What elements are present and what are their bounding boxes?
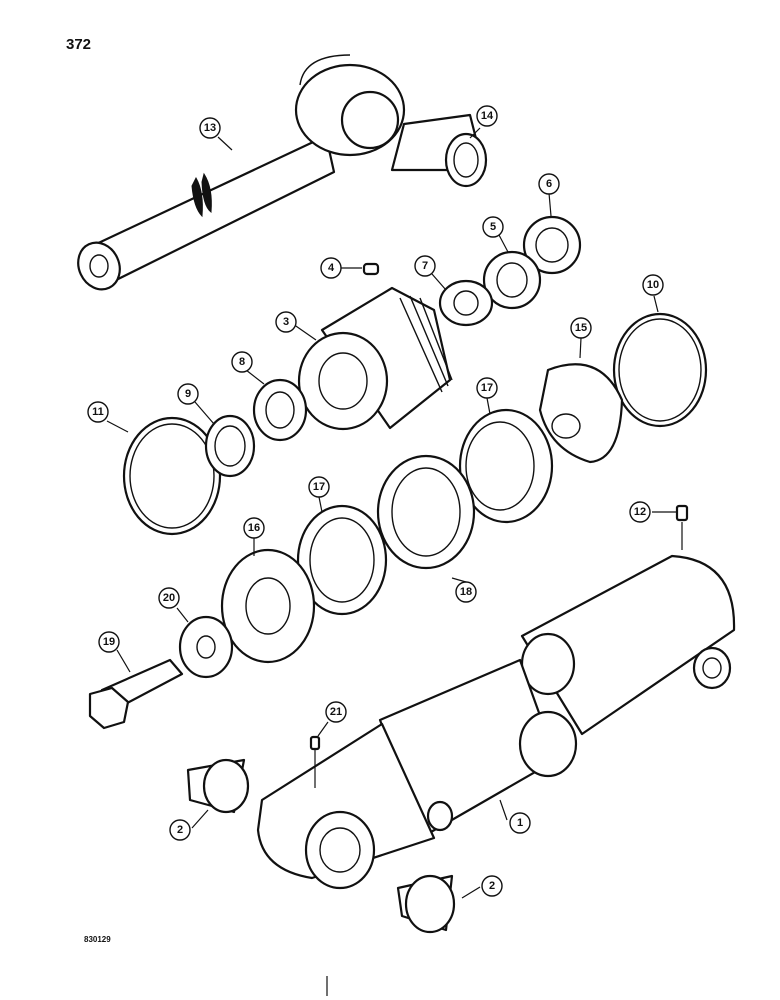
svg-text:8: 8 (239, 356, 245, 368)
leader-11 (106, 420, 129, 433)
leader-10 (653, 295, 659, 313)
callout-8: 8 (231, 351, 253, 373)
callout-13: 13 (199, 117, 221, 139)
leader-17a (486, 397, 491, 415)
leader-2a (191, 809, 209, 829)
svg-text:18: 18 (460, 586, 472, 598)
callout-16: 16 (243, 517, 265, 539)
grease-fitting-21-part (309, 735, 321, 751)
cylinder-tube-part (256, 554, 736, 890)
callout-2a: 2 (169, 819, 191, 841)
plug-part (362, 262, 380, 276)
svg-text:17: 17 (481, 382, 493, 394)
svg-text:6: 6 (546, 178, 552, 190)
bolt-part (88, 658, 184, 730)
wiper-seal-part (522, 215, 582, 275)
svg-text:21: 21 (330, 706, 342, 718)
callout-7: 7 (414, 255, 436, 277)
callout-19: 19 (98, 631, 120, 653)
callout-21: 21 (325, 701, 347, 723)
retainer-part (220, 548, 316, 664)
piston-ring-upper-part (458, 408, 554, 524)
leader-3 (292, 323, 317, 341)
callout-12: 12 (629, 501, 651, 523)
svg-text:9: 9 (185, 388, 191, 400)
rod-seal-part (482, 250, 542, 310)
callout-5: 5 (482, 216, 504, 238)
pivot-bushing-lower-part (396, 874, 456, 934)
seal-9-part (204, 414, 256, 478)
svg-text:7: 7 (422, 260, 428, 272)
seal-8-part (252, 378, 308, 442)
leader-20 (176, 607, 189, 623)
svg-text:11: 11 (92, 406, 104, 418)
leader-9 (194, 401, 215, 425)
svg-text:19: 19 (103, 636, 115, 648)
svg-text:12: 12 (634, 506, 646, 518)
callout-17b: 17 (308, 476, 330, 498)
svg-text:10: 10 (647, 279, 659, 291)
callout-1: 1 (509, 812, 531, 834)
rod-bushing-part (390, 113, 488, 188)
callout-2b: 2 (481, 875, 503, 897)
leader-13 (217, 136, 233, 151)
svg-text:2: 2 (177, 824, 183, 836)
svg-text:14: 14 (481, 110, 494, 122)
leader-21 (314, 721, 329, 788)
split-ring-part (438, 279, 494, 327)
svg-text:4: 4 (328, 262, 335, 274)
svg-text:13: 13 (204, 122, 216, 134)
o-ring-large-part (612, 312, 708, 428)
leader-19 (116, 649, 131, 673)
leader-1 (499, 799, 508, 821)
figure-code: 830129 (84, 935, 111, 944)
leader-8 (245, 369, 265, 385)
leader-17b (318, 496, 323, 513)
callout-14: 14 (476, 105, 498, 127)
leader-18 (451, 577, 467, 583)
callout-3: 3 (275, 311, 297, 333)
callout-15: 15 (570, 317, 592, 339)
washer-part (178, 615, 234, 679)
wear-ring-part (376, 454, 476, 570)
callout-10: 10 (642, 274, 664, 296)
piston-rod-part (77, 54, 406, 291)
gland-part (297, 286, 453, 431)
leader-5 (498, 234, 509, 253)
leader-12 (652, 511, 683, 550)
screw-12-part (675, 504, 689, 522)
pivot-bushing-upper-part (186, 758, 250, 814)
callout-6: 6 (538, 173, 560, 195)
svg-text:5: 5 (490, 221, 496, 233)
callout-18: 18 (455, 581, 477, 603)
callout-11: 11 (87, 401, 109, 423)
leader-15 (579, 337, 582, 359)
svg-text:20: 20 (163, 592, 175, 604)
o-ring-piston-part (122, 416, 222, 536)
svg-text:16: 16 (248, 522, 260, 534)
svg-text:1: 1 (517, 817, 523, 829)
leader-2b (461, 886, 481, 899)
svg-text:15: 15 (575, 322, 587, 334)
callout-9: 9 (177, 383, 199, 405)
callout-20: 20 (158, 587, 180, 609)
leader-14 (469, 127, 481, 139)
callout-17a: 17 (476, 377, 498, 399)
page-number: 372 (66, 36, 92, 53)
svg-text:3: 3 (283, 316, 289, 328)
svg-text:2: 2 (489, 880, 495, 892)
piston-ring-lower-part (296, 504, 388, 616)
leader-6 (548, 192, 552, 217)
piston-part (538, 363, 624, 464)
callout-4: 4 (320, 257, 342, 279)
svg-text:17: 17 (313, 481, 325, 493)
leader-7 (431, 273, 447, 291)
